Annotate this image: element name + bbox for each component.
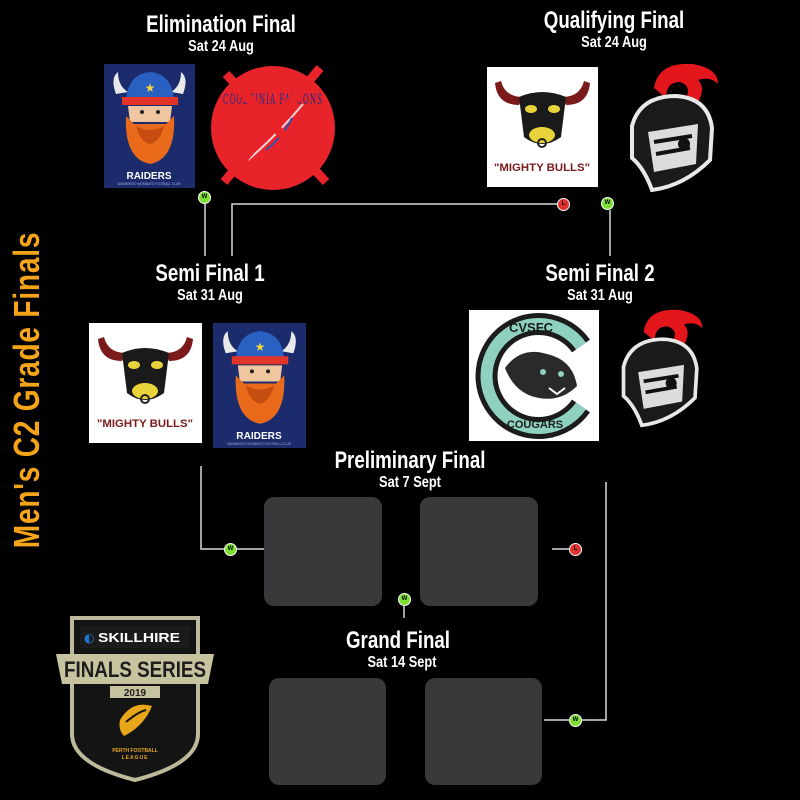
finals-series-shield-icon: ◐ SKILLHIRE FINALS SERIES 2019 PERTH FOO… [56, 616, 214, 783]
raiders-logo-semi: ★ RAIDERS WANNEROO WOMBATS FOOTBALL CLUB [213, 323, 306, 448]
cougars-logo: CVSFC COUGARS [469, 310, 599, 441]
svg-text:2019: 2019 [124, 688, 147, 699]
semi-final-2-date: Sat 31 Aug [567, 287, 633, 304]
preliminary-final-slot-left [264, 497, 382, 606]
svg-text:COOLBINIA FALCONS: COOLBINIA FALCONS [223, 92, 323, 108]
qualifying-final-date: Sat 24 Aug [581, 34, 647, 51]
qualifying-final-title: Qualifying Final [543, 7, 685, 34]
elimination-final-header: Elimination Final Sat 24 Aug [100, 12, 342, 56]
svg-text:"MIGHTY BULLS": "MIGHTY BULLS" [494, 162, 590, 174]
svg-text:COUGARS: COUGARS [507, 419, 563, 431]
svg-text:◐: ◐ [84, 631, 94, 645]
preliminary-final-date: Sat 7 Sept [379, 474, 441, 491]
raiders-viking-icon: ★ RAIDERS WANNEROO WOMBATS FOOTBALL CLUB [113, 72, 186, 186]
qualifying-loss-badge: L [557, 198, 570, 211]
falcons-logo: COOLBINIA FALCONS [208, 64, 338, 192]
semi-final-1-header: Semi Final 1 Sat 31 Aug [100, 261, 320, 305]
semi-final-2-header: Semi Final 2 Sat 31 Aug [490, 261, 710, 305]
semi2-win-badge: W [569, 714, 582, 727]
knight-helmet-icon [630, 63, 718, 193]
grand-final-header: Grand Final Sat 14 Sept [298, 628, 498, 672]
svg-text:CVSFC: CVSFC [509, 320, 554, 335]
svg-text:RAIDERS: RAIDERS [236, 431, 282, 442]
elimination-final-title: Elimination Final [146, 11, 296, 38]
mighty-bulls-logo-qualifying: "MIGHTY BULLS" [487, 67, 598, 187]
grand-final-date: Sat 14 Sept [367, 654, 437, 671]
svg-text:WANNEROO WOMBATS FOOTBALL CLUB: WANNEROO WOMBATS FOOTBALL CLUB [118, 182, 181, 186]
knights-logo-qualifying [614, 58, 734, 198]
svg-text:"MIGHTY BULLS": "MIGHTY BULLS" [97, 418, 193, 430]
svg-text:LEAGUE: LEAGUE [122, 755, 149, 761]
svg-text:PERTH FOOTBALL: PERTH FOOTBALL [112, 748, 158, 754]
falcons-crossed-icon: COOLBINIA FALCONS [211, 65, 335, 190]
qualifying-final-header: Qualifying Final Sat 24 Aug [489, 8, 739, 52]
finals-series-shield: ◐ SKILLHIRE FINALS SERIES 2019 PERTH FOO… [54, 614, 216, 784]
svg-text:★: ★ [255, 340, 266, 354]
bull-icon: "MIGHTY BULLS" [494, 81, 590, 174]
qualifying-win-badge: W [601, 197, 614, 210]
svg-text:FINALS SERIES: FINALS SERIES [64, 657, 206, 682]
svg-text:RAIDERS: RAIDERS [126, 171, 171, 182]
grand-final-title: Grand Final [345, 627, 451, 654]
preliminary-final-header: Preliminary Final Sat 7 Sept [290, 448, 530, 492]
elimination-win-badge: W [198, 191, 211, 204]
knights-logo-semi [607, 296, 717, 441]
grand-final-slot-left [269, 678, 386, 785]
preliminary-win-badge: W [398, 593, 411, 606]
knight-helmet-icon [621, 309, 703, 428]
side-title: Men's C2 Grade Finals [2, 185, 52, 595]
svg-text:WANNEROO WOMBATS FOOTBALL CLUB: WANNEROO WOMBATS FOOTBALL CLUB [227, 442, 291, 446]
bull-icon: "MIGHTY BULLS" [97, 337, 193, 430]
semi-final-1-title: Semi Final 1 [155, 260, 265, 287]
semi-final-1-date: Sat 31 Aug [177, 287, 243, 304]
elimination-final-date: Sat 24 Aug [188, 38, 254, 55]
semi2-loss-badge: L [569, 543, 582, 556]
semi-final-2-title: Semi Final 2 [545, 260, 655, 287]
preliminary-final-slot-right [420, 497, 538, 606]
preliminary-final-title: Preliminary Final [334, 447, 486, 474]
semi1-win-badge: W [224, 543, 237, 556]
mighty-bulls-logo-semi: "MIGHTY BULLS" [89, 323, 202, 443]
cougar-icon: CVSFC COUGARS [475, 313, 590, 439]
side-title-text: Men's C2 Grade Finals [6, 231, 47, 549]
raiders-logo: ★ RAIDERS WANNEROO WOMBATS FOOTBALL CLUB [104, 64, 195, 188]
raiders-viking-icon: ★ RAIDERS WANNEROO WOMBATS FOOTBALL CLUB [223, 331, 296, 446]
svg-text:SKILLHIRE: SKILLHIRE [98, 630, 180, 645]
grand-final-slot-right [425, 678, 542, 785]
svg-text:★: ★ [145, 81, 156, 95]
